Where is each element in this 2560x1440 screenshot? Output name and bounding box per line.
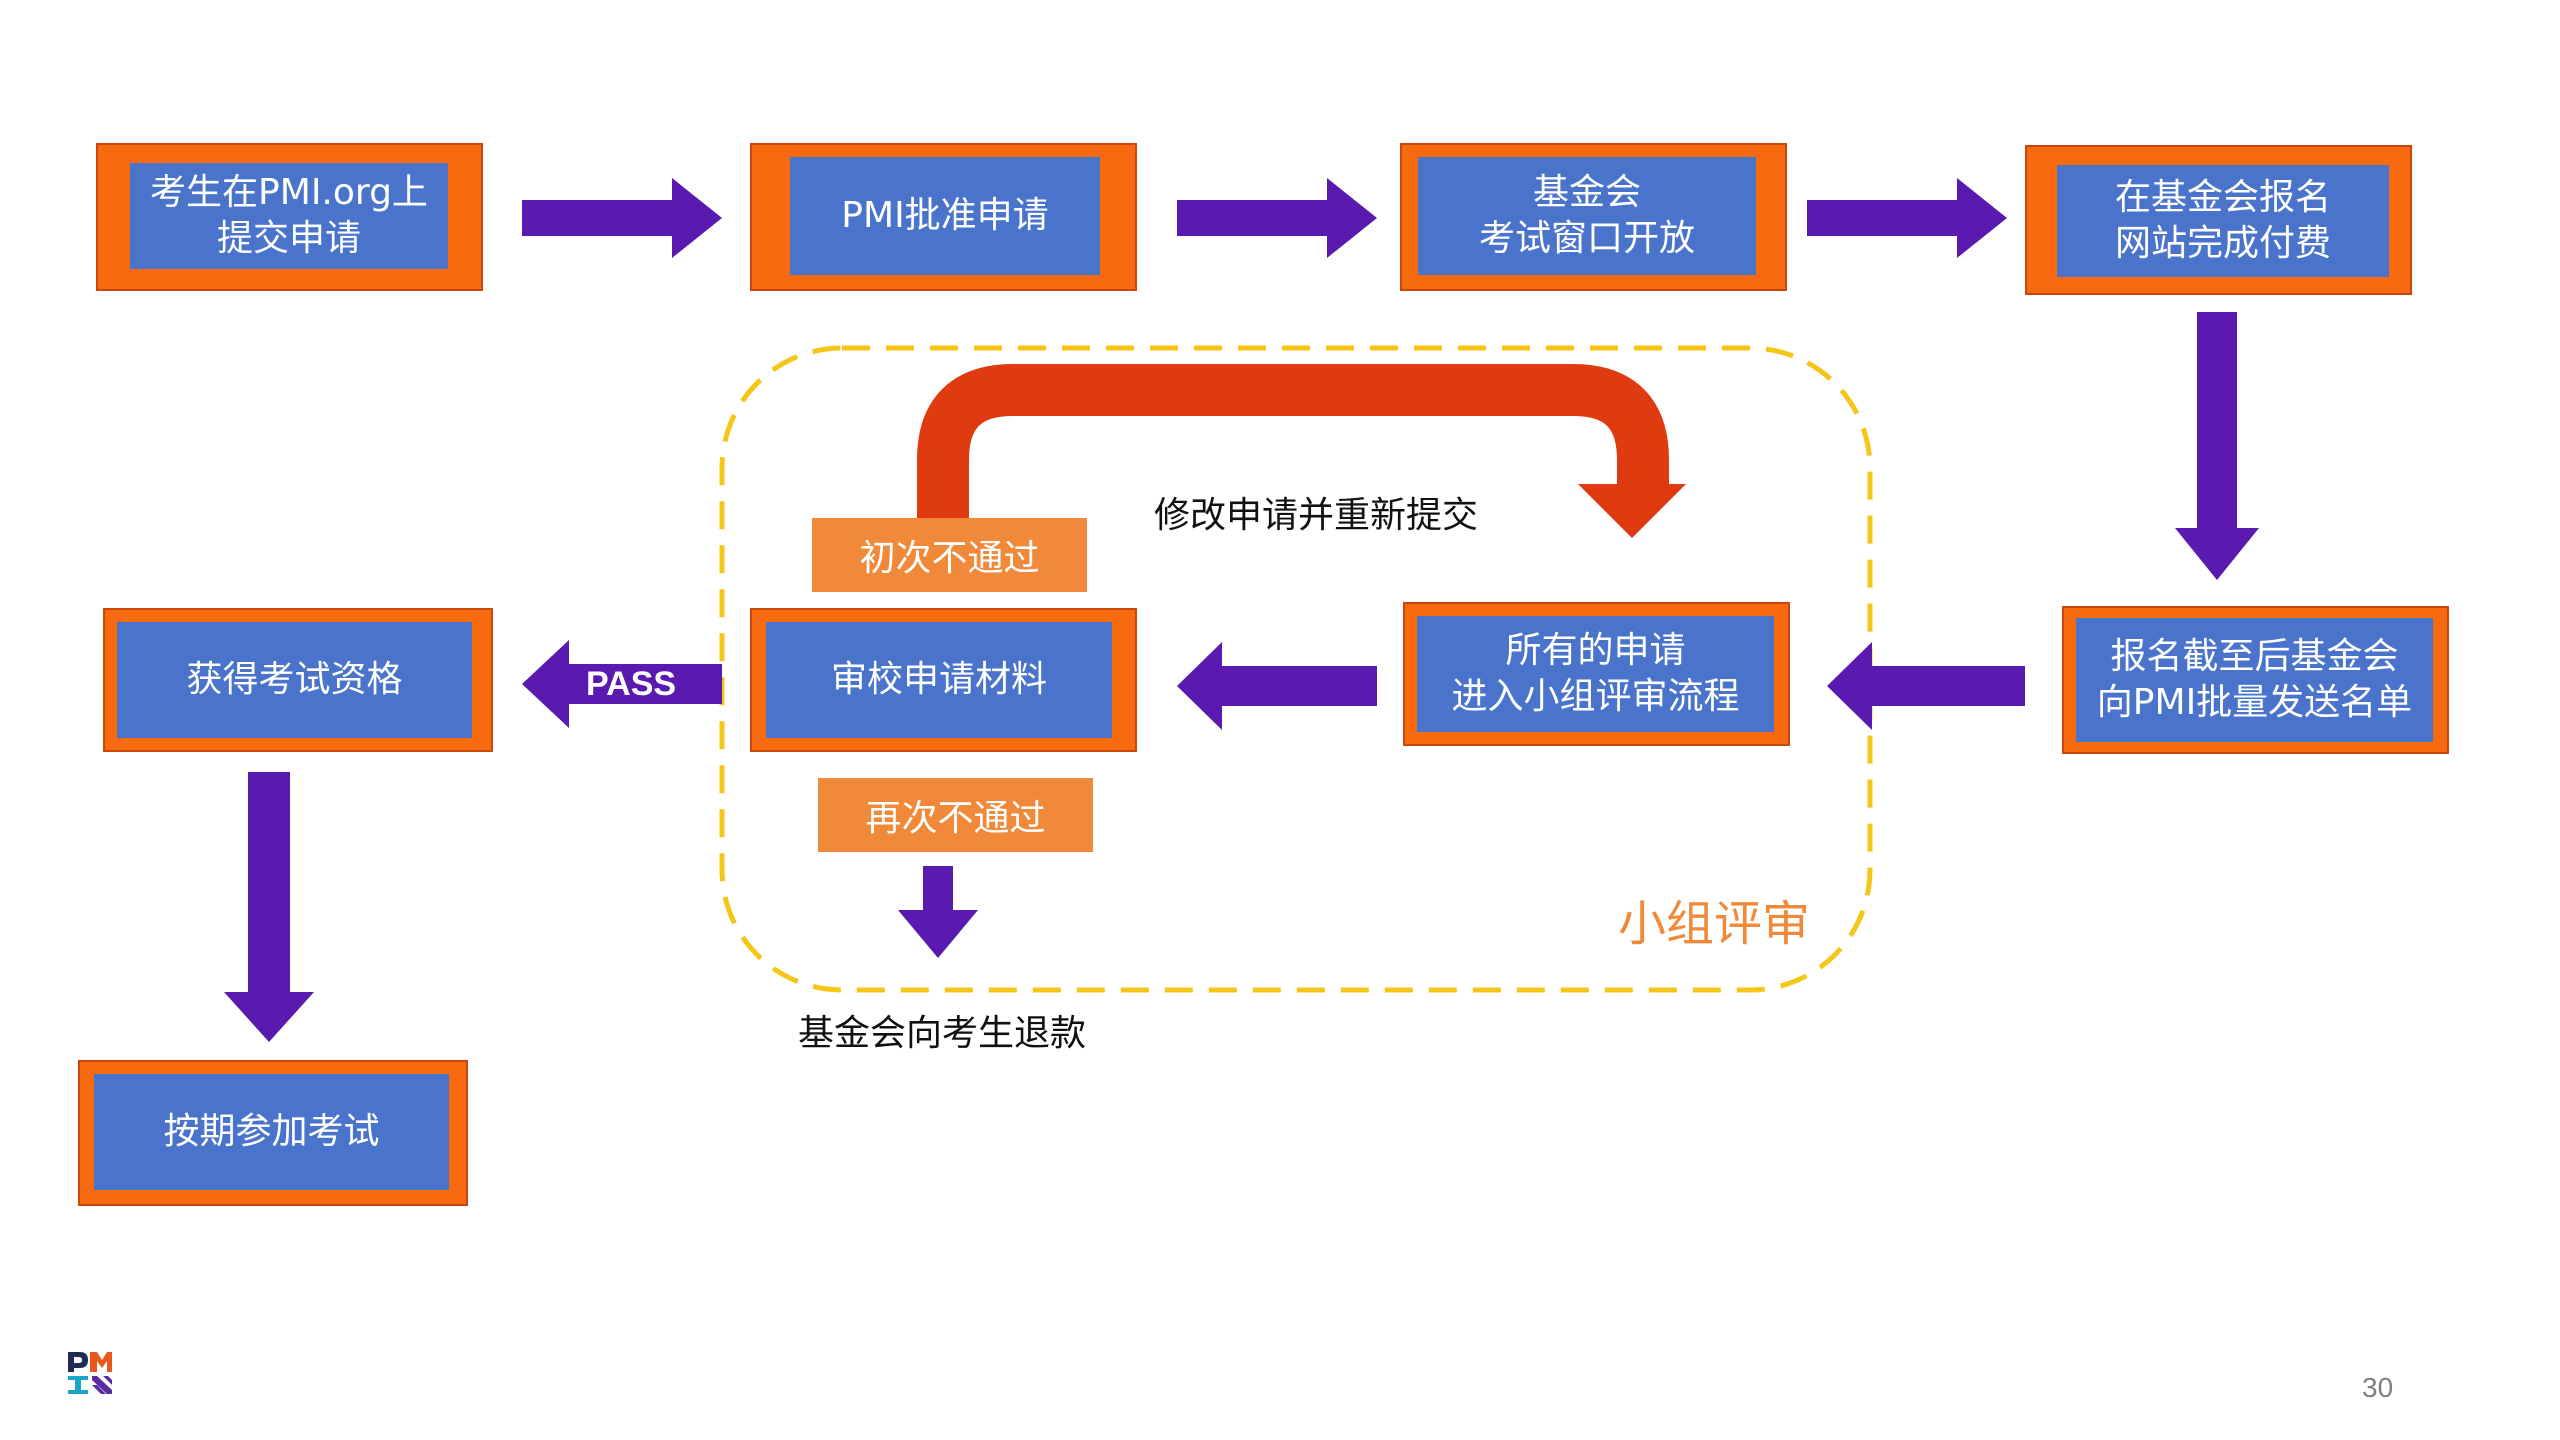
- arrow-down-right-column: [2175, 312, 2259, 580]
- arrow-right-2: [1177, 178, 1377, 258]
- step-batch: 报名截至后基金会 向PMI批量发送名单: [2076, 618, 2433, 742]
- step-qualify-box: 获得考试资格: [103, 608, 493, 752]
- step-approve: PMI批准申请: [790, 157, 1100, 275]
- arrow-left-batch-to-panel: [1827, 642, 2025, 730]
- step-panel: 所有的申请 进入小组评审流程: [1417, 616, 1774, 732]
- refund-caption: 基金会向考生退款: [798, 1013, 1087, 1054]
- resubmit-loop-arrowhead: [1578, 484, 1686, 538]
- step-review: 审校申请材料: [766, 622, 1112, 738]
- step-qualify: 获得考试资格: [117, 622, 472, 738]
- panel-review-label: 小组评审: [1618, 896, 1811, 952]
- pass-label: PASS: [586, 665, 677, 703]
- step-approve-box: PMI批准申请: [750, 143, 1137, 291]
- arrow-left-pass: [522, 640, 722, 728]
- arrow-left-panel-to-review: [1177, 642, 1377, 730]
- arrow-down-refund: [898, 866, 978, 958]
- step-window-box: 基金会 考试窗口开放: [1400, 143, 1787, 291]
- step-exam-box: 按期参加考试: [78, 1060, 468, 1206]
- pmi-logo: [66, 1350, 114, 1396]
- step-window: 基金会 考试窗口开放: [1418, 157, 1756, 275]
- step-submit-box: 考生在PMI.org上 提交申请: [96, 143, 483, 291]
- second-fail-tag: 再次不通过: [818, 778, 1093, 852]
- arrow-down-left-column: [224, 772, 314, 1042]
- step-pay: 在基金会报名 网站完成付费: [2057, 165, 2389, 277]
- arrow-right-1: [522, 178, 722, 258]
- step-review-box: 审校申请材料: [750, 608, 1137, 752]
- page-number: 30: [2362, 1372, 2394, 1403]
- resubmit-caption: 修改申请并重新提交: [1154, 495, 1479, 536]
- step-exam: 按期参加考试: [94, 1074, 449, 1190]
- step-panel-box: 所有的申请 进入小组评审流程: [1403, 602, 1790, 746]
- pmi-logo-icon: [68, 1352, 112, 1394]
- step-submit: 考生在PMI.org上 提交申请: [130, 163, 448, 269]
- arrow-right-3: [1807, 178, 2007, 258]
- step-pay-box: 在基金会报名 网站完成付费: [2025, 145, 2412, 295]
- resubmit-loop-arrow: [917, 364, 1669, 520]
- first-fail-tag: 初次不通过: [812, 518, 1087, 592]
- step-batch-box: 报名截至后基金会 向PMI批量发送名单: [2062, 606, 2449, 754]
